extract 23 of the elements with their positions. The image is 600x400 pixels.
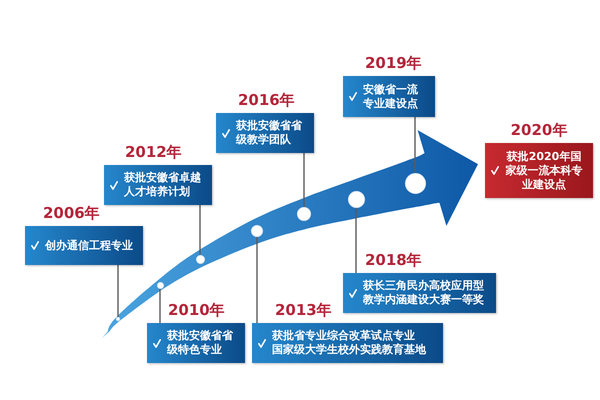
milestone-text: 创办通信工程专业 xyxy=(45,238,134,252)
year-label: 2018年 xyxy=(365,251,422,269)
year-label: 2016年 xyxy=(238,91,295,109)
year-label: 2013年 xyxy=(275,301,332,319)
milestone-text: 获批2020年国家级一流本科专业建设点 xyxy=(505,150,583,192)
milestone-text: 获批省专业综合改革试点专业 xyxy=(272,329,416,343)
milestone-text: 获批安徽省省级教学团队 xyxy=(236,119,303,147)
milestone-text: 获批安徽省卓越人才培养计划 xyxy=(124,171,202,199)
milestone-text: 获批安徽省省级特色专业 xyxy=(167,329,234,357)
year-label: 2019年 xyxy=(365,54,422,72)
leader-line xyxy=(414,117,416,172)
year-label: 2012年 xyxy=(125,143,182,161)
milestone-text: 安徽省一流专业建设点 xyxy=(363,82,419,110)
year-label: 2010年 xyxy=(168,301,225,319)
leader-line xyxy=(159,288,161,323)
year-label: 2020年 xyxy=(510,121,568,139)
year-label: 2006年 xyxy=(43,204,100,222)
leader-line xyxy=(355,208,357,273)
leader-line xyxy=(117,265,119,317)
timeline-dot xyxy=(116,317,120,321)
leader-line xyxy=(303,153,305,207)
milestone-text: 国家级大学生校外实践教育基地 xyxy=(272,343,427,357)
milestone-text: 获长三角民办高校应用型教学内涵建设大赛一等奖 xyxy=(363,279,485,307)
